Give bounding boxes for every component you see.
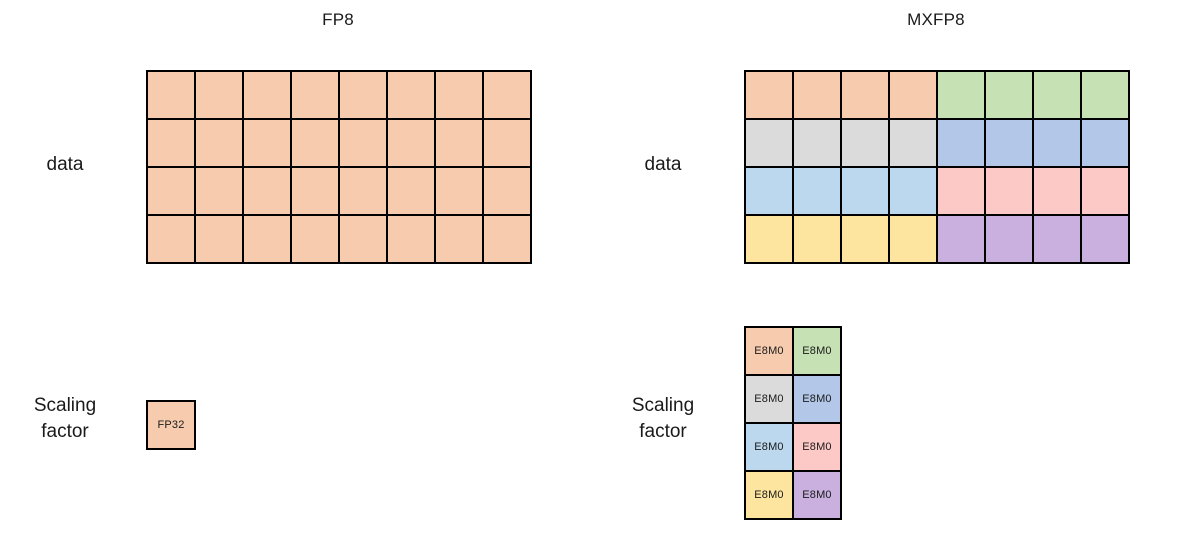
- mxfp8-data-grid-cell: [794, 216, 842, 264]
- fp8-panel-title: FP8: [322, 10, 354, 29]
- fp8-data-grid-cell: [148, 120, 196, 168]
- mxfp8-scaling-factor-grid-cell-e8m0: E8M0: [746, 328, 794, 376]
- mxfp8-data-grid-cell: [986, 168, 1034, 216]
- fp8-data-grid-cell: [340, 216, 388, 264]
- fp8-data-grid-cell: [436, 216, 484, 264]
- mxfp8-data-grid-cell: [794, 168, 842, 216]
- mxfp8-data-grid-cell: [938, 216, 986, 264]
- mxfp8-data-grid-cell: [986, 120, 1034, 168]
- fp8-data-grid-cell: [388, 72, 436, 120]
- fp8-data-grid-cell: [292, 72, 340, 120]
- mxfp8-scaling-factor-grid-cell-e8m0: E8M0: [794, 328, 842, 376]
- fp8-data-grid-cell: [484, 72, 532, 120]
- fp8-data-grid-cell: [484, 120, 532, 168]
- mxfp8-data-grid-cell: [842, 216, 890, 264]
- fp8-data-grid-cell: [244, 216, 292, 264]
- fp8-data-grid-cell: [388, 168, 436, 216]
- fp8-data-grid-cell: [436, 72, 484, 120]
- mxfp8-scaling-factor-grid-cell-e8m0: E8M0: [746, 424, 794, 472]
- mxfp8-data-grid-cell: [746, 120, 794, 168]
- fp8-data-grid-cell: [196, 72, 244, 120]
- fp8-scaling-factor-label: Scaling factor: [33, 395, 97, 442]
- mxfp8-data-grid-cell: [842, 72, 890, 120]
- mxfp8-scaling-factor-grid-cell-e8m0: E8M0: [794, 472, 842, 520]
- mxfp8-scaling-factor-grid-cell-e8m0: E8M0: [794, 424, 842, 472]
- fp8-data-grid-cell: [244, 168, 292, 216]
- fp8-data-grid-cell: [292, 120, 340, 168]
- fp8-data-grid-cell: [340, 168, 388, 216]
- mxfp8-data-grid-cell: [1082, 120, 1130, 168]
- mxfp8-data-grid-cell: [746, 216, 794, 264]
- fp8-data-grid-cell: [196, 168, 244, 216]
- mxfp8-data-grid-cell: [1082, 216, 1130, 264]
- fp8-data-grid-cell: [388, 120, 436, 168]
- fp8-data-grid-cell: [436, 168, 484, 216]
- mxfp8-panel-title: MXFP8: [907, 10, 965, 29]
- fp8-data-grid-cell: [148, 72, 196, 120]
- mxfp8-scaling-factor-label: Scaling factor: [631, 395, 695, 442]
- fp8-data-grid-cell: [244, 120, 292, 168]
- fp8-data-grid-cell: [340, 120, 388, 168]
- mxfp8-data-grid-cell: [986, 72, 1034, 120]
- fp8-data-grid-cell: [484, 168, 532, 216]
- mxfp8-scaling-factor-grid-cell-e8m0: E8M0: [746, 472, 794, 520]
- mxfp8-data-grid-cell: [1034, 120, 1082, 168]
- mxfp8-scaling-factor-grid-cell-e8m0: E8M0: [794, 376, 842, 424]
- fp8-data-label: data: [46, 154, 84, 175]
- mxfp8-data-grid-cell: [842, 168, 890, 216]
- mxfp8-data-grid-cell: [1034, 72, 1082, 120]
- mxfp8-data-grid-cell: [1034, 216, 1082, 264]
- mxfp8-data-grid-cell: [938, 72, 986, 120]
- mxfp8-data-grid-cell: [1082, 168, 1130, 216]
- fp8-data-grid: [146, 70, 532, 264]
- mxfp8-data-grid-cell: [746, 72, 794, 120]
- mxfp8-data-grid-cell: [890, 216, 938, 264]
- mxfp8-data-grid-cell: [890, 120, 938, 168]
- fp8-data-grid-cell: [484, 216, 532, 264]
- mxfp8-data-grid: [744, 70, 1130, 264]
- fp8-data-grid-cell: [436, 120, 484, 168]
- fp8-data-grid-cell: [340, 72, 388, 120]
- fp8-data-grid-cell: [244, 72, 292, 120]
- fp8-data-grid-cell: [196, 216, 244, 264]
- fp8-data-grid-cell: [292, 168, 340, 216]
- mxfp8-data-grid-cell: [746, 168, 794, 216]
- mxfp8-data-grid-cell: [890, 168, 938, 216]
- mxfp8-data-label: data: [644, 154, 682, 175]
- mxfp8-data-grid-cell: [1082, 72, 1130, 120]
- fp8-data-grid-cell: [196, 120, 244, 168]
- mxfp8-data-grid-cell: [890, 72, 938, 120]
- mxfp8-data-grid-cell: [986, 216, 1034, 264]
- mxfp8-data-grid-cell: [938, 168, 986, 216]
- mxfp8-data-grid-cell: [1034, 168, 1082, 216]
- mxfp8-data-grid-cell: [794, 120, 842, 168]
- mxfp8-data-grid-cell: [842, 120, 890, 168]
- mxfp8-data-grid-cell: [938, 120, 986, 168]
- fp8-data-grid-cell: [292, 216, 340, 264]
- fp8-data-grid-cell: [148, 168, 196, 216]
- mxfp8-scaling-factor-grid-cell-e8m0: E8M0: [746, 376, 794, 424]
- mxfp8-data-grid-cell: [794, 72, 842, 120]
- fp8-scaling-factor-grid-cell-fp32: FP32: [148, 402, 196, 450]
- fp8-data-grid-cell: [388, 216, 436, 264]
- fp8-data-grid-cell: [148, 216, 196, 264]
- fp8-scaling-factor-grid: FP32: [146, 400, 196, 450]
